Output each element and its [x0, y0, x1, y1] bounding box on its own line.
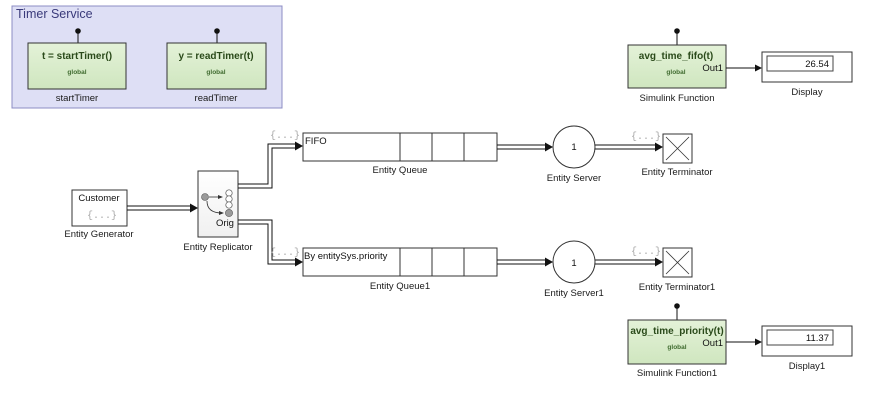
block-label: Simulink Function1	[637, 368, 717, 379]
entity-generator-block[interactable]: Customer {...} Entity Generator	[64, 189, 134, 240]
trigger-port-icon	[214, 28, 220, 34]
block-label: Entity Server1	[544, 288, 604, 299]
area-title: Timer Service	[16, 7, 93, 21]
copy-icon	[225, 189, 233, 197]
block-label: Display	[791, 87, 822, 98]
queue-text: By entitySys.priority	[304, 251, 388, 262]
block-label: Entity Terminator1	[639, 282, 715, 293]
entity-terminator-block[interactable]: {...} Entity Terminator	[631, 131, 713, 178]
block-label: Entity Queue	[373, 165, 428, 176]
server-capacity: 1	[571, 258, 576, 269]
entity-terminator1-block[interactable]: {...} Entity Terminator1	[631, 246, 715, 293]
simulink-function-priority-block[interactable]: avg_time_priority(t) global Out1 Simulin…	[627, 303, 727, 379]
simulink-function-fifo-block[interactable]: avg_time_fifo(t) global Out1 Simulink Fu…	[627, 28, 727, 104]
block-label: readTimer	[195, 93, 238, 104]
attributes-icon: {...}	[270, 247, 300, 259]
entity-connection[interactable]	[127, 203, 198, 213]
output-port-label: Out1	[702, 63, 723, 74]
block-label: Entity Queue1	[370, 281, 430, 292]
entity-replicator-block[interactable]: Orig Entity Replicator	[183, 170, 253, 253]
arrowhead-icon	[755, 64, 762, 72]
entity-connection[interactable]	[497, 142, 553, 152]
function-scope: global	[667, 344, 686, 351]
entity-connection[interactable]	[595, 142, 663, 152]
entity-connection[interactable]	[238, 219, 303, 267]
display-value: 11.37	[806, 333, 829, 344]
entity-server-block[interactable]: 1 Entity Server	[547, 125, 601, 184]
entity-connection[interactable]	[595, 257, 663, 267]
display1-block[interactable]: 11.37 Display1	[761, 325, 853, 372]
entity-icon	[201, 193, 209, 201]
block-label: Entity Terminator	[641, 167, 712, 178]
function-signature: avg_time_fifo(t)	[639, 51, 713, 62]
block-label: Entity Replicator	[183, 242, 252, 253]
function-scope: global	[67, 69, 86, 76]
block-label: startTimer	[56, 93, 98, 104]
block-label: Entity Server	[547, 173, 601, 184]
trigger-port-icon	[674, 303, 680, 309]
queue-text: FIFO	[305, 136, 327, 147]
original-entity-icon	[225, 209, 233, 217]
entity-queue1-block[interactable]: {...} By entitySys.priority Entity Queue…	[270, 247, 498, 292]
attributes-icon: {...}	[87, 210, 117, 222]
function-signature: y = readTimer(t)	[178, 51, 253, 62]
start-timer-block[interactable]: t = startTimer() global startTimer	[27, 28, 127, 104]
display-value: 26.54	[805, 59, 829, 70]
attributes-icon: {...}	[270, 130, 300, 142]
read-timer-block[interactable]: y = readTimer(t) global readTimer	[166, 28, 267, 104]
output-port-label: Out1	[702, 338, 723, 349]
function-signature: avg_time_priority(t)	[630, 326, 723, 337]
function-scope: global	[666, 69, 685, 76]
server-capacity: 1	[571, 142, 576, 153]
trigger-port-icon	[75, 28, 81, 34]
block-label: Display1	[789, 361, 825, 372]
generator-text: Customer	[78, 193, 119, 204]
output-port-label: Orig	[216, 218, 234, 229]
trigger-port-icon	[674, 28, 680, 34]
block-label: Simulink Function	[640, 93, 715, 104]
entity-server1-block[interactable]: 1 Entity Server1	[544, 240, 604, 299]
entity-connection[interactable]	[497, 257, 553, 267]
block-label: Entity Generator	[64, 229, 133, 240]
entity-connection[interactable]	[238, 141, 303, 189]
arrowhead-icon	[755, 338, 762, 346]
entity-queue-block[interactable]: {...} FIFO Entity Queue	[270, 130, 498, 176]
function-scope: global	[206, 69, 225, 76]
display-block[interactable]: 26.54 Display	[761, 51, 853, 98]
function-signature: t = startTimer()	[42, 51, 112, 62]
attributes-icon: {...}	[631, 131, 661, 143]
attributes-icon: {...}	[631, 246, 661, 258]
